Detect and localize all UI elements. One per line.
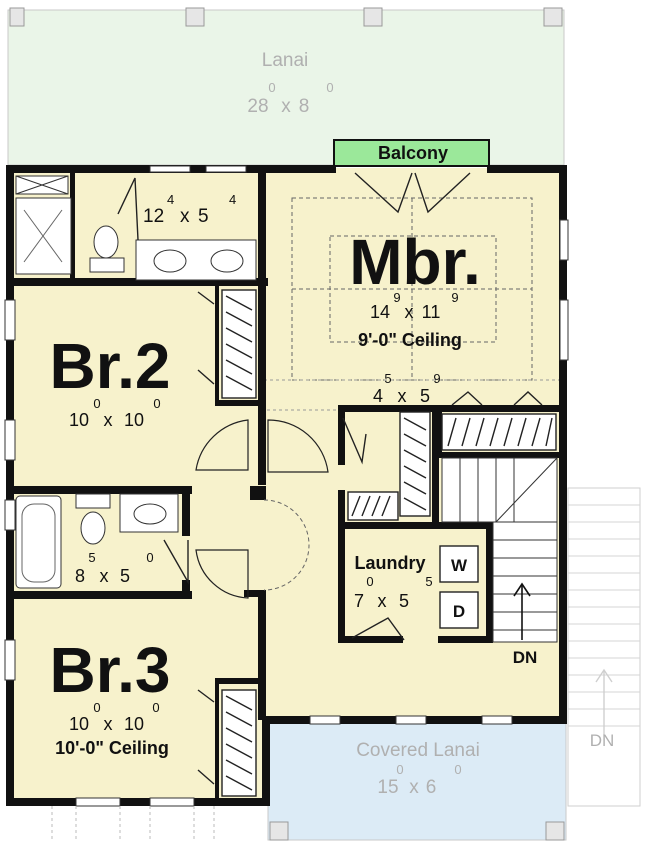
washer-label: W: [451, 556, 468, 575]
closet-sup-a: 5: [384, 371, 391, 386]
closet-shelving: [221, 289, 557, 797]
covered-lanai-area: Covered Lanai 15 0 x 6 0: [267, 721, 567, 841]
laundry-dim-a: 7: [354, 591, 364, 611]
master-bath-x: x: [180, 206, 190, 227]
post-marker: [269, 821, 289, 841]
master-bath-fixtures: [15, 175, 257, 281]
bathtub-icon: [15, 495, 62, 589]
laundry-sup-a: 0: [366, 574, 373, 589]
covered-lanai-dim-a: 15: [377, 777, 398, 798]
mbr-sup-a: 9: [393, 290, 400, 305]
balcony-name: Balcony: [378, 143, 448, 163]
post-marker: [545, 821, 565, 841]
bath2-fixtures: [15, 493, 179, 589]
toilet-icon: [80, 511, 106, 545]
lanai-sup-b: 0: [326, 80, 333, 95]
closet-dim-b: 5: [420, 386, 430, 406]
br2-x: x: [104, 410, 113, 430]
balcony-doors: [354, 172, 471, 214]
covered-lanai-name: Covered Lanai: [356, 740, 480, 761]
laundry-name: Laundry: [354, 553, 425, 573]
br2-sup-a: 0: [93, 396, 100, 411]
closet-dim-a: 4: [373, 386, 383, 406]
stairs-down-label: DN: [513, 648, 538, 667]
mbr-name: Mbr.: [349, 226, 481, 298]
sink-icon: [153, 249, 187, 273]
master-bath-dim-a: 12: [143, 206, 164, 227]
br3-dim-a: 10: [69, 714, 89, 734]
lanai-dim-a: 28: [247, 96, 268, 117]
mbr-ceiling: 9'-0" Ceiling: [358, 330, 462, 350]
br3-sup-a: 0: [93, 700, 100, 715]
br3-ceiling: 10'-0" Ceiling: [55, 738, 169, 758]
balcony-area: Balcony: [333, 139, 490, 167]
bath2-dim-b: 5: [120, 566, 130, 586]
master-bath-sup-a: 4: [167, 192, 174, 207]
closet-x: x: [398, 386, 407, 406]
br3-name: Br.3: [50, 634, 171, 706]
br3-x: x: [104, 714, 113, 734]
mbr-sup-b: 9: [451, 290, 458, 305]
br2-dim-a: 10: [69, 410, 89, 430]
mbr-x: x: [405, 302, 414, 322]
covered-lanai-dim-b: 6: [426, 777, 437, 798]
interior-stairs: [441, 457, 558, 643]
lanai-area: Lanai 28 0 x 8 0: [7, 7, 565, 166]
dryer-label: D: [453, 602, 465, 621]
mbr-dim-b: 11: [422, 302, 441, 322]
dryer-appliance: [439, 591, 479, 629]
laundry-dim-b: 5: [399, 591, 409, 611]
br2-sup-b: 0: [153, 396, 160, 411]
closet-sup-b: 9: [433, 371, 440, 386]
br3-dim-b: 10: [124, 714, 144, 734]
master-bath-sup-b: 4: [229, 192, 236, 207]
exterior-stairs: DN: [567, 487, 641, 807]
bath2-x: x: [100, 566, 109, 586]
bath2-sup-b: 0: [146, 550, 153, 565]
lanai-name: Lanai: [262, 50, 309, 71]
lanai-x: x: [281, 96, 291, 117]
post-marker: [185, 7, 205, 27]
toilet-icon: [93, 225, 119, 259]
lanai-sup-a: 0: [268, 80, 275, 95]
post-marker: [543, 7, 563, 27]
bath2-sup-a: 5: [88, 550, 95, 565]
br2-dim-b: 10: [124, 410, 144, 430]
mbr-dim-a: 14: [370, 302, 390, 322]
covered-lanai-sup-a: 0: [396, 762, 403, 777]
post-marker: [363, 7, 383, 27]
covered-lanai-x: x: [409, 777, 419, 798]
sink-icon: [210, 249, 244, 273]
laundry-x: x: [378, 591, 387, 611]
bath2-dim-a: 8: [75, 566, 85, 586]
br3-sup-b: 0: [152, 700, 159, 715]
exterior-down-label: DN: [590, 731, 615, 750]
master-bath-dim-b: 5: [198, 206, 209, 227]
br2-name: Br.2: [50, 330, 171, 402]
window-projections: [51, 806, 215, 842]
sink-icon: [133, 503, 167, 525]
covered-lanai-sup-b: 0: [454, 762, 461, 777]
windows: [4, 165, 569, 807]
laundry-sup-b: 5: [425, 574, 432, 589]
lanai-dim-b: 8: [299, 96, 310, 117]
washer-appliance: [439, 545, 479, 583]
doors: [163, 291, 543, 785]
post-marker: [9, 7, 25, 27]
